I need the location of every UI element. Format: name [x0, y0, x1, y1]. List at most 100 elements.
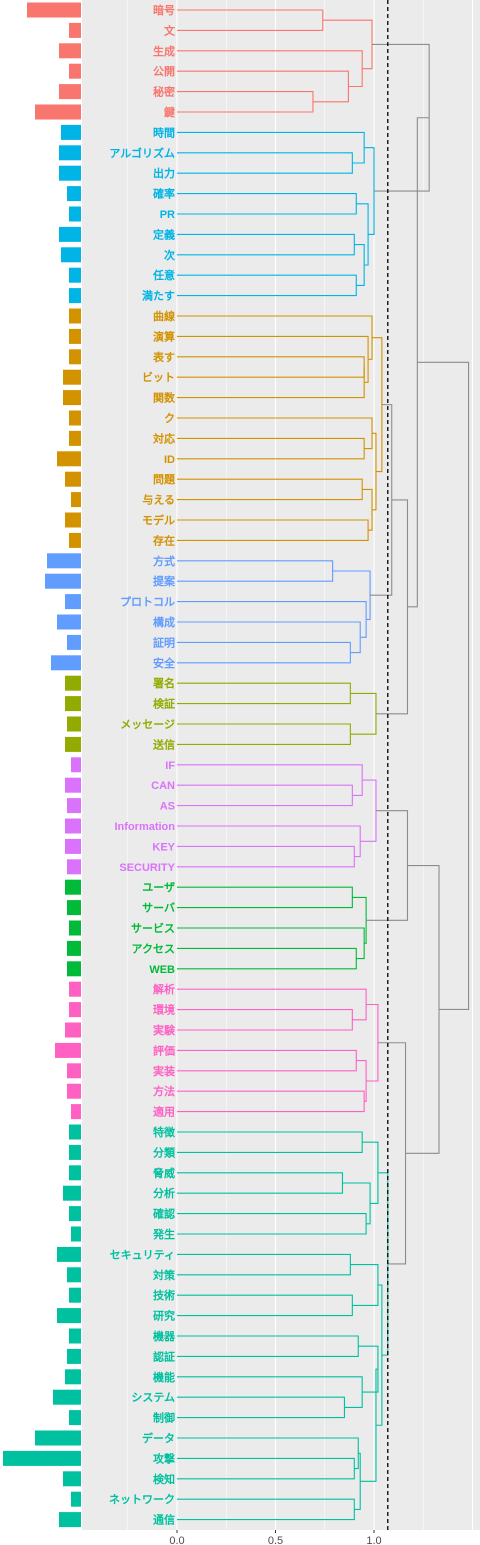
leaf-bar [69, 1124, 81, 1140]
leaf-bar [59, 84, 81, 100]
leaf-label: 実装 [153, 1064, 175, 1078]
leaf-bar [69, 1328, 81, 1344]
leaf-label: 適用 [153, 1105, 175, 1119]
leaf-bar [67, 716, 81, 732]
x-tick-label: 0.0 [169, 1535, 184, 1545]
leaf-label: アルゴリズム [109, 146, 175, 160]
leaf-label: 公開 [153, 65, 175, 78]
x-axis: 0.0 0.5 1.0 [169, 1530, 382, 1545]
leaf-bar [65, 696, 81, 712]
leaf-bar [61, 247, 81, 263]
leaf-label: ネットワーク [109, 1493, 175, 1506]
leaf-label: 分類 [153, 1145, 176, 1159]
x-tick-label: 1.0 [366, 1535, 381, 1545]
leaf-bar [65, 512, 81, 528]
leaf-bar [67, 1083, 81, 1099]
leaf-bar [63, 369, 81, 385]
leaf-label: SECURITY [119, 862, 175, 874]
leaf-label: サーバ [142, 902, 175, 915]
leaf-bar [69, 430, 81, 446]
leaf-label: KEY [152, 841, 175, 853]
leaf-label: ク [164, 412, 175, 425]
leaf-label: 方式 [153, 554, 175, 568]
leaf-label: 通信 [153, 1513, 175, 1527]
leaf-bar [55, 1042, 81, 1058]
leaf-label: 攻撃 [153, 1451, 175, 1465]
leaf-label: 対策 [152, 1268, 176, 1282]
leaf-bar [67, 1063, 81, 1079]
leaf-bar [35, 1430, 81, 1446]
leaf-bar [51, 655, 81, 671]
leaf-label: 脅威 [152, 1166, 175, 1180]
leaf-bar [63, 1185, 81, 1201]
leaf-bar [69, 267, 81, 283]
leaf-bar [71, 1226, 81, 1242]
leaf-bar [59, 226, 81, 242]
leaf-bar [69, 206, 81, 222]
leaf-label: プロトコル [120, 595, 175, 609]
leaf-label: 与える [142, 494, 175, 507]
leaf-bar [69, 63, 81, 79]
leaf-bar [67, 961, 81, 977]
leaf-bar [57, 614, 81, 630]
leaf-bar [69, 22, 81, 38]
leaf-label: システム [131, 1391, 175, 1404]
leaf-label: 環境 [153, 1003, 175, 1017]
leaf-label: 機能 [153, 1370, 175, 1384]
leaf-bar [67, 798, 81, 814]
leaf-label: 評価 [153, 1043, 175, 1057]
leaf-label: サービス [131, 921, 175, 935]
leaf-bar [69, 920, 81, 936]
leaf-label: 次 [164, 248, 175, 262]
leaf-bar [65, 838, 81, 854]
leaf-label: アクセス [132, 942, 175, 955]
leaf-bar [69, 328, 81, 344]
leaf-label: 特徴 [153, 1125, 176, 1139]
leaf-label: 生成 [153, 44, 175, 58]
leaf-label: 秘密 [153, 85, 175, 99]
leaf-label: 発生 [152, 1227, 175, 1241]
leaf-label: 検証 [153, 697, 175, 711]
leaf-bars [3, 2, 81, 1528]
leaf-label: 表す [152, 350, 175, 364]
leaf-bar [69, 981, 81, 997]
leaf-bar [57, 1308, 81, 1324]
leaf-label: 関数 [153, 391, 176, 405]
leaf-bar [69, 308, 81, 324]
leaf-label: 実験 [153, 1023, 176, 1037]
leaf-bar [67, 186, 81, 202]
leaf-bar [67, 1267, 81, 1283]
leaf-bar [45, 573, 81, 589]
leaf-label: 証明 [153, 635, 175, 649]
leaf-label: 制御 [153, 1411, 175, 1425]
leaf-bar [65, 777, 81, 793]
leaf-label: 出力 [153, 166, 175, 180]
leaf-label: 確率 [153, 187, 175, 201]
leaf-bar [65, 736, 81, 752]
leaf-label: 暗号 [153, 3, 175, 17]
leaf-label: モデル [142, 513, 175, 527]
leaf-bar [47, 553, 81, 569]
leaf-bar [59, 165, 81, 181]
leaf-label: 確認 [153, 1207, 175, 1221]
leaf-bar [61, 124, 81, 140]
leaf-bar [69, 349, 81, 365]
leaf-bar [67, 634, 81, 650]
leaf-bar [71, 492, 81, 508]
leaf-label: 方法 [153, 1084, 175, 1098]
leaf-bar [53, 1389, 81, 1405]
leaf-label: データ [142, 1431, 175, 1445]
leaf-label: 時間 [153, 125, 175, 139]
leaf-bar [71, 1491, 81, 1507]
leaf-bar [69, 532, 81, 548]
leaf-bar [65, 594, 81, 610]
leaf-bar [69, 1002, 81, 1018]
leaf-label: 研究 [153, 1309, 175, 1323]
leaf-label: 演算 [153, 329, 175, 343]
leaf-label: 検知 [153, 1472, 175, 1486]
leaf-bar [69, 1165, 81, 1181]
x-tick-label: 0.5 [268, 1535, 283, 1545]
leaf-label: 存在 [153, 533, 175, 547]
leaf-label: 署名 [152, 676, 175, 690]
leaf-label: メッセージ [120, 718, 175, 731]
